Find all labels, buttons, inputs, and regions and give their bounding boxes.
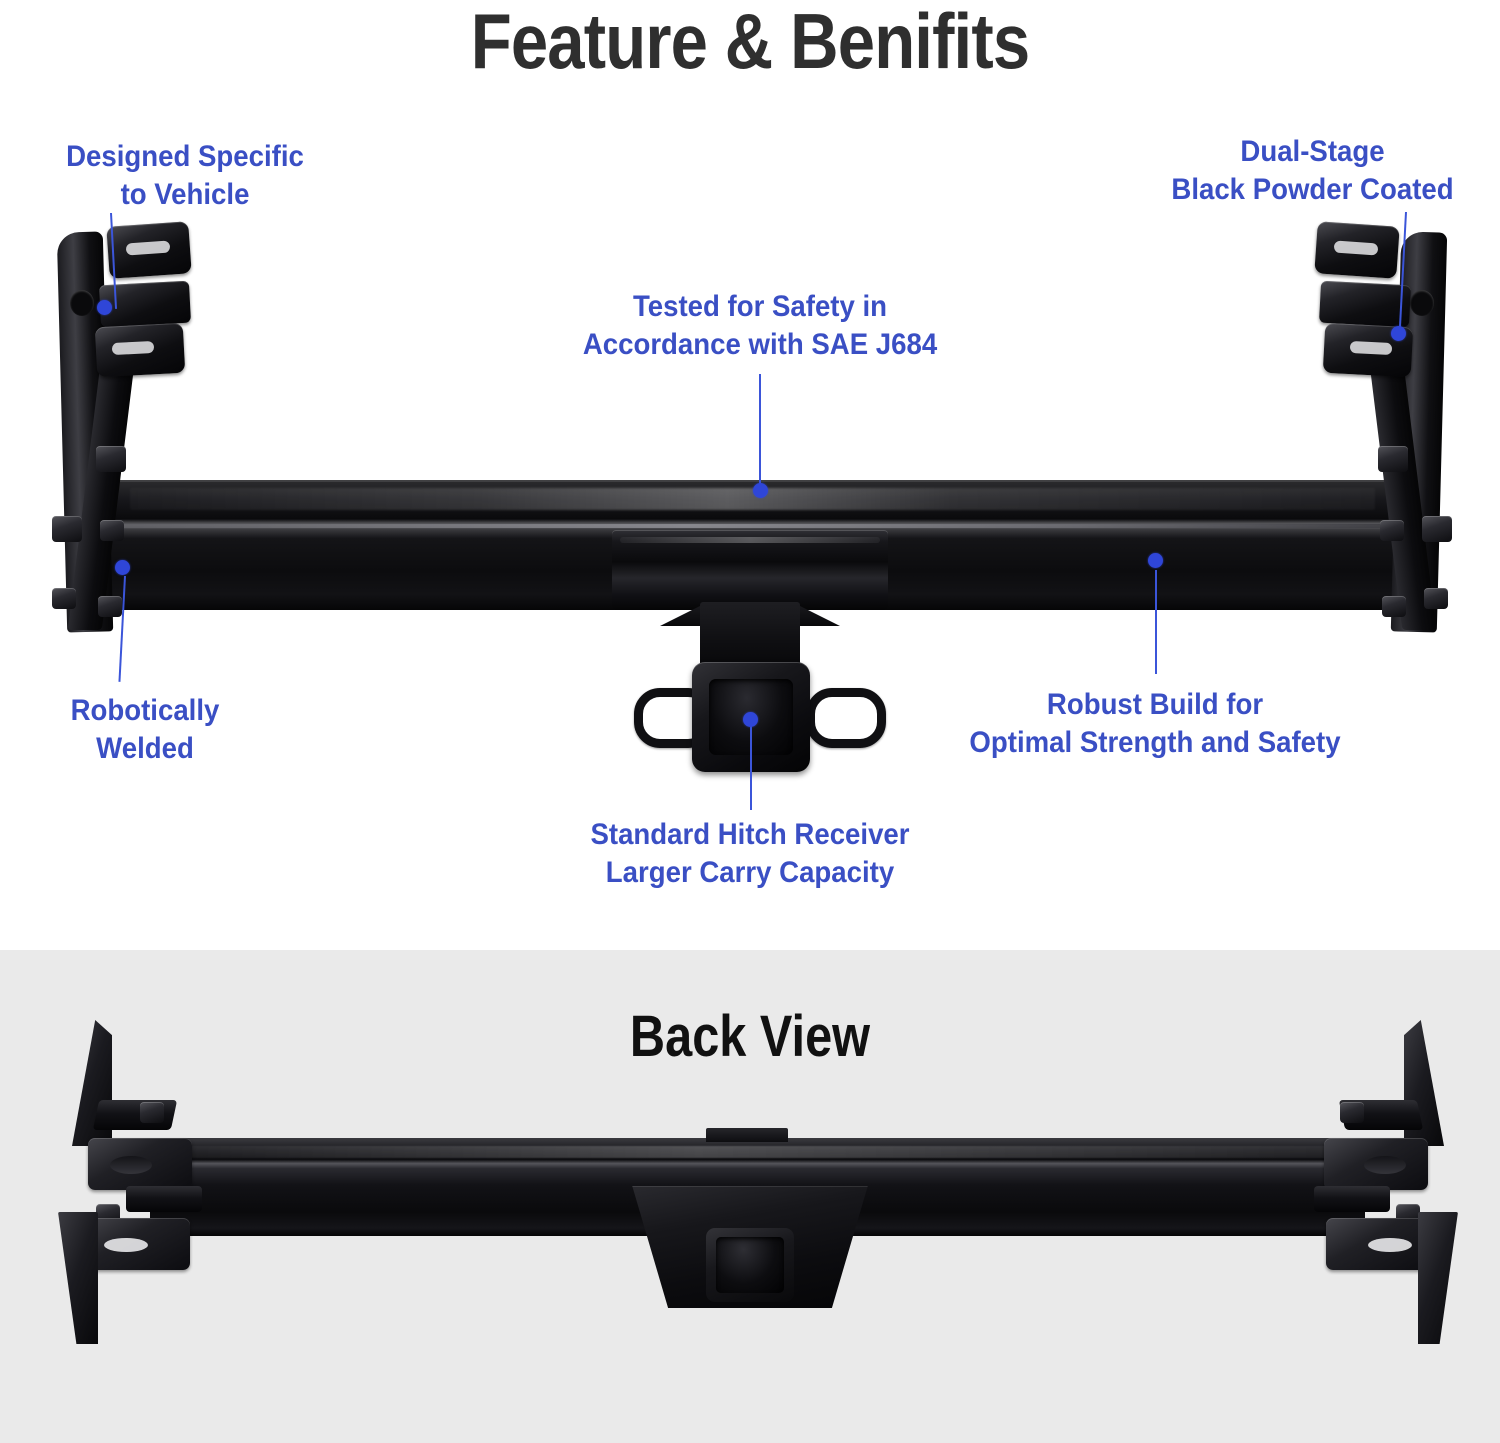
right-mounting-tab-middle	[1318, 280, 1412, 328]
callout-dot-dual-stage	[1391, 326, 1406, 341]
back-left-flange-hole-lower	[104, 1238, 148, 1252]
left-plate-hole	[70, 290, 94, 316]
back-view-title: Back View	[629, 1004, 871, 1069]
callout-line-2: Welded	[96, 732, 194, 766]
callout-leader-robust-build	[1155, 570, 1157, 674]
callout-leader-tested-safety	[759, 374, 761, 486]
callout-line-1: Tested for Safety in	[632, 290, 888, 323]
back-left-upper-nut	[140, 1102, 164, 1123]
callout-label-designed-specific: Designed Specific to Vehicle	[33, 138, 337, 215]
callout-leader-standard-receiver	[750, 726, 752, 810]
back-left-flange-hole-upper	[110, 1156, 152, 1174]
callout-line-2: to Vehicle	[120, 178, 250, 212]
back-view-crossbeam-highlight	[165, 1146, 1350, 1158]
callout-dot-robust-build	[1148, 553, 1163, 568]
right-plate-hole	[1410, 290, 1434, 316]
crossbeam-gloss-highlight	[130, 488, 1375, 510]
callout-label-tested-safety: Tested for Safety in Accordance with SAE…	[558, 288, 963, 365]
left-outer-bolt-nut	[52, 516, 82, 542]
callout-dot-standard-receiver	[743, 712, 758, 727]
back-view-crossbeam-nub	[706, 1128, 788, 1142]
back-right-flange-hole-upper	[1364, 1156, 1406, 1174]
hitch-front-view-image	[52, 221, 1452, 772]
page-title: Feature & Benifits	[470, 0, 1030, 85]
callout-label-robust-build: Robust Build for Optimal Strength and Sa…	[957, 686, 1353, 763]
back-left-mid-arm	[126, 1186, 202, 1212]
right-bottom-inner-nut	[1382, 596, 1406, 617]
back-right-lower-wing	[1418, 1212, 1458, 1344]
back-right-mid-arm	[1314, 1186, 1390, 1212]
back-view-receiver-opening	[716, 1237, 784, 1293]
back-left-lower-wing	[58, 1212, 98, 1344]
crossbeam-edge-highlight	[112, 524, 1393, 528]
callout-label-standard-receiver: Standard Hitch Receiver Larger Carry Cap…	[557, 816, 943, 893]
callout-line-2: Black Powder Coated	[1171, 173, 1454, 207]
back-right-upper-nut	[1340, 1102, 1364, 1123]
right-tab-slot-lower	[1349, 340, 1393, 356]
callout-dot-robotically-welded	[115, 560, 130, 575]
callout-line-1: Robotically	[70, 694, 220, 727]
receiver-mounting-collar	[612, 530, 888, 610]
callout-dot-tested-safety	[753, 483, 768, 498]
callout-dot-designed-specific	[97, 300, 112, 315]
callout-label-robotically-welded: Robotically Welded	[30, 692, 260, 769]
callout-line-1: Designed Specific	[66, 140, 304, 173]
back-left-upper-arm	[92, 1100, 178, 1130]
callout-line-1: Dual-Stage	[1240, 135, 1385, 168]
left-tab-slot-lower	[111, 340, 155, 356]
features-section: Feature & Benifits	[30, 0, 1471, 893]
left-upper-bolt-nut	[96, 446, 126, 472]
callout-line-2: Accordance with SAE J684	[582, 328, 938, 362]
callout-line-1: Standard Hitch Receiver	[590, 818, 910, 851]
left-lower-bolt-nut	[100, 520, 124, 541]
hitch-back-view-image	[0, 950, 1500, 1443]
right-upper-bolt-nut	[1378, 446, 1408, 472]
callout-label-dual-stage: Dual-Stage Black Powder Coated	[1154, 133, 1471, 210]
right-bottom-bolt-nut	[1424, 588, 1448, 609]
receiver-collar-highlight	[620, 537, 880, 543]
right-lower-bolt-nut	[1380, 520, 1404, 541]
left-bottom-bolt-nut	[52, 588, 76, 609]
callout-line-2: Optimal Strength and Safety	[969, 726, 1341, 760]
left-bottom-inner-nut	[98, 596, 122, 617]
safety-chain-loop-right	[806, 688, 886, 748]
callout-line-2: Larger Carry Capacity	[605, 856, 895, 890]
left-mounting-tab-middle	[98, 280, 192, 328]
right-outer-bolt-nut	[1422, 516, 1452, 542]
callout-line-1: Robust Build for	[1046, 688, 1264, 721]
back-right-flange-hole-lower	[1368, 1238, 1412, 1252]
